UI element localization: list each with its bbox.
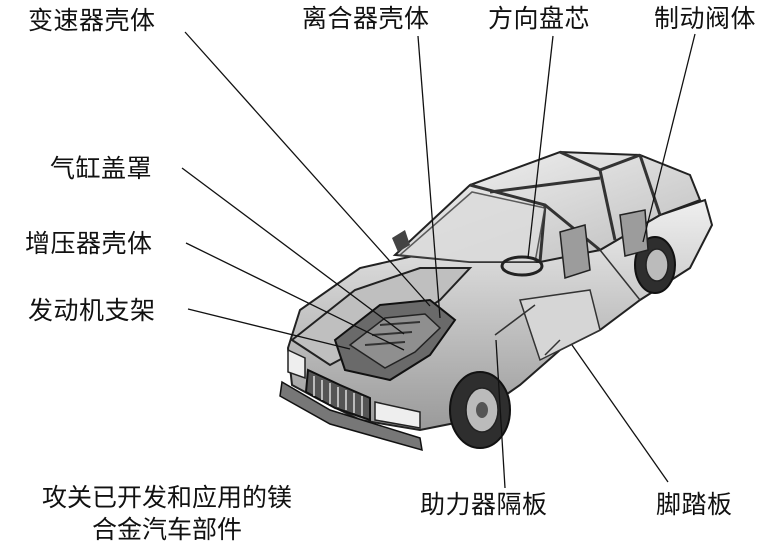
label-turbo-housing: 增压器壳体	[25, 229, 153, 259]
label-clutch-housing: 离合器壳体	[302, 4, 430, 34]
caption-line-1: 攻关已开发和应用的镁	[2, 482, 332, 514]
label-gearbox-housing: 变速器壳体	[28, 6, 156, 36]
label-booster-bulkhead: 助力器隔板	[420, 490, 548, 520]
leader-gearbox-housing	[185, 32, 430, 306]
car-illustration	[280, 152, 712, 450]
label-pedal: 脚踏板	[656, 490, 733, 520]
caption-line-2: 合金汽车部件	[2, 514, 332, 546]
seat	[560, 225, 590, 278]
label-engine-mount: 发动机支架	[28, 296, 156, 326]
figure-caption: 攻关已开发和应用的镁 合金汽车部件	[2, 482, 332, 546]
label-brake-valve-body: 制动阀体	[654, 4, 756, 34]
seat	[620, 210, 648, 256]
leader-cylinder-head-cover	[182, 168, 404, 334]
leader-pedal	[572, 345, 668, 482]
label-cylinder-head-cover: 气缸盖罩	[50, 154, 152, 184]
label-steering-wheel-core: 方向盘芯	[488, 4, 590, 34]
windshield	[400, 192, 545, 262]
front-wheel	[450, 372, 510, 448]
